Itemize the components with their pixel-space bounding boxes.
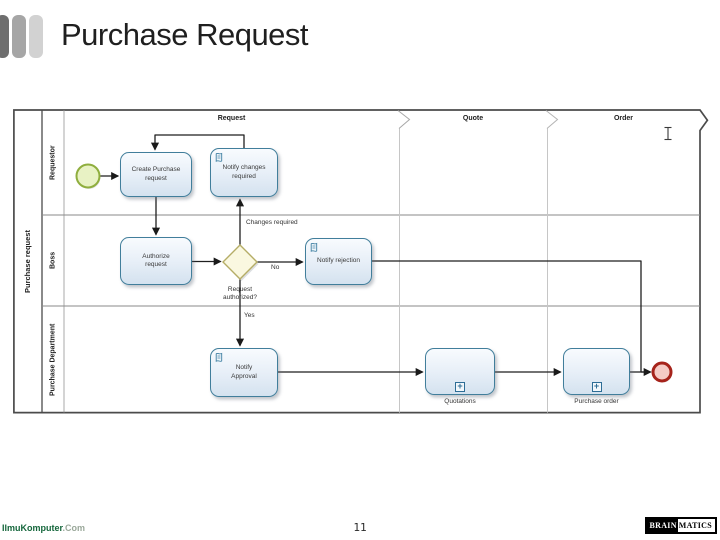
subprocess-plus-icon: + xyxy=(455,382,465,392)
bpmn-canvas xyxy=(13,109,709,414)
phase-divider-chevron-2 xyxy=(545,110,559,129)
end-event xyxy=(651,361,673,383)
subprocess-label-purchase-order: Purchase order xyxy=(574,398,619,405)
gateway-label: Request authorized? xyxy=(210,286,270,303)
pool-label: Purchase request xyxy=(23,230,32,293)
brainmatics-logo-part2: MATICS xyxy=(677,519,715,532)
gateway-request-authorized xyxy=(222,244,258,280)
flow-label-no: No xyxy=(271,264,280,271)
phase-label-request: Request xyxy=(217,114,246,122)
task-label: Notify Approval xyxy=(231,364,257,380)
task-label: Notify changes required xyxy=(222,164,266,180)
flow-label-changes-required: Changes required xyxy=(246,219,298,226)
task-create-purchase-request: Create Purchase request xyxy=(120,152,192,197)
bpmn-diagram: Purchase request Requestor Boss Purchase… xyxy=(13,96,709,420)
lane-label-boss: Boss xyxy=(49,251,57,270)
footer-brand-name: IlmuKomputer xyxy=(2,523,63,533)
script-icon xyxy=(215,152,223,162)
task-notify-changes-required: Notify changes required xyxy=(210,148,278,197)
subprocess-label-quotations: Quotations xyxy=(444,398,476,405)
task-authorize-request: Authorize request xyxy=(120,237,192,285)
title-accent-bar-medium xyxy=(12,15,26,58)
flow-label-yes: Yes xyxy=(244,312,255,319)
text-cursor-ibeam-icon xyxy=(664,126,672,141)
brainmatics-logo-part1: BRAIN xyxy=(646,519,678,532)
script-icon xyxy=(215,352,223,362)
subprocess-quotations: + xyxy=(425,348,495,395)
title-accent-bar-light xyxy=(29,15,43,58)
pool-border xyxy=(13,109,709,414)
task-label: Notify rejection xyxy=(317,257,360,265)
flow-notifychanges-to-create xyxy=(150,134,245,151)
page-title: Purchase Request xyxy=(61,17,309,52)
title-accent-bar-dark xyxy=(0,15,9,58)
task-label: Authorize request xyxy=(142,252,170,268)
phase-label-quote: Quote xyxy=(462,114,484,122)
phase-divider-chevron-1 xyxy=(397,110,411,129)
subprocess-purchase-order: + xyxy=(563,348,630,395)
task-notify-approval: Notify Approval xyxy=(210,348,278,397)
subprocess-plus-icon: + xyxy=(591,382,602,392)
gateway-label-text: Request authorized? xyxy=(223,286,257,302)
lane-label-purchase-department: Purchase Department xyxy=(49,323,57,396)
footer-brand-suffix: .Com xyxy=(62,523,86,533)
task-notify-rejection: Notify rejection xyxy=(305,238,372,285)
lane-label-requestor: Requestor xyxy=(49,145,57,180)
page-number: 11 xyxy=(353,521,367,534)
script-icon xyxy=(310,242,318,252)
footer-brand: IlmuKomputer.Com xyxy=(2,523,85,533)
start-event xyxy=(75,163,101,189)
task-label: Create Purchase request xyxy=(131,166,181,182)
flow-rejection-to-end xyxy=(372,260,647,373)
phase-label-order: Order xyxy=(613,114,634,122)
